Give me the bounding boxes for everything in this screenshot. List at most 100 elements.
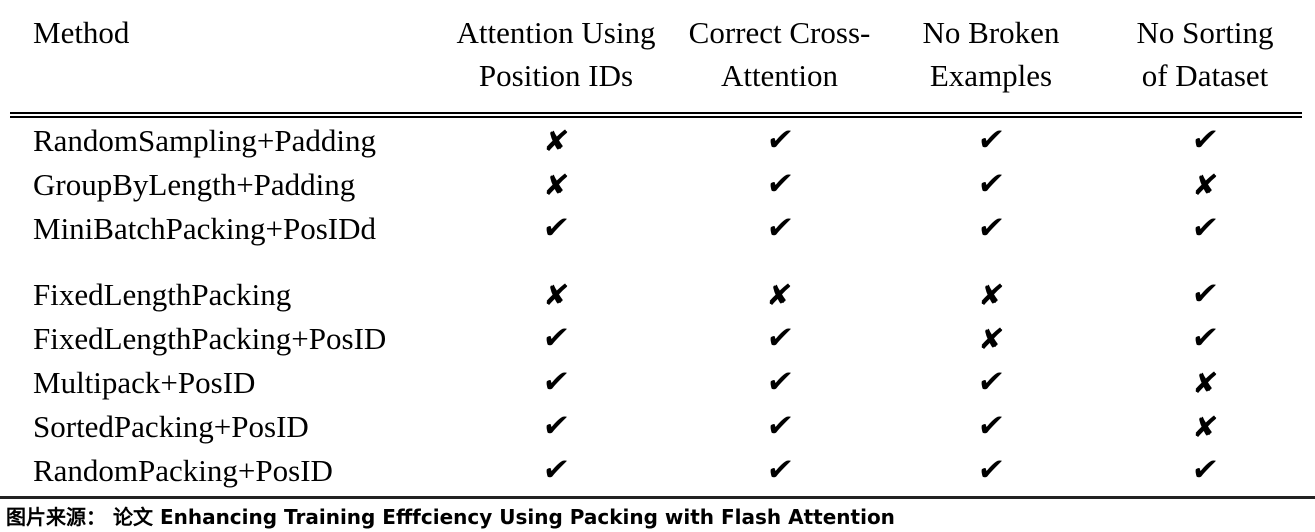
checkmark-icon: ✔	[764, 363, 796, 400]
criterion-cell: ✔	[887, 354, 1095, 400]
method-comparison-table: Method Attention Using Position IDs Corr…	[0, 0, 1315, 488]
cross-icon: ✘	[1190, 409, 1220, 444]
column-header-no-sorting-of-dataset-line2: of Dataset	[1141, 57, 1269, 93]
checkmark-icon: ✔	[540, 209, 572, 246]
criterion-cell: ✔	[1095, 266, 1315, 312]
criterion-cell: ✔	[672, 200, 887, 246]
checkmark-icon: ✔	[540, 407, 572, 444]
checkmark-icon: ✔	[975, 165, 1007, 202]
cross-icon: ✘	[1190, 167, 1220, 202]
criterion-cell: ✔	[672, 442, 887, 488]
column-header-method: Method	[0, 0, 440, 98]
table-row: RandomSampling+Padding ✘ ✔ ✔ ✔	[0, 112, 1315, 158]
column-header-method-line1: Method	[33, 15, 130, 50]
checkmark-icon: ✔	[1189, 451, 1221, 488]
column-header-no-broken-examples-line1: No Broken	[922, 15, 1060, 50]
criterion-cell: ✔	[887, 442, 1095, 488]
method-name-cell: GroupByLength+Padding	[33, 166, 356, 202]
table-row: FixedLengthPacking+PosID ✔ ✔ ✘ ✔	[0, 310, 1315, 356]
criterion-cell: ✘	[672, 266, 887, 312]
source-caption-prefix: 图片来源： 论文	[6, 505, 160, 529]
cross-icon: ✘	[765, 277, 795, 312]
checkmark-icon: ✔	[540, 451, 572, 488]
method-name-cell: SortedPacking+PosID	[33, 408, 309, 444]
cross-icon: ✘	[1190, 365, 1220, 400]
table-row: MiniBatchPacking+PosIDd ✔ ✔ ✔ ✔	[0, 200, 1315, 246]
table-row: GroupByLength+Padding ✘ ✔ ✔ ✘	[0, 156, 1315, 202]
table-group-separator	[0, 244, 1315, 266]
checkmark-icon: ✔	[764, 319, 796, 356]
column-header-no-broken-examples: No Broken Examples	[887, 0, 1095, 98]
criterion-cell: ✘	[1095, 398, 1315, 444]
checkmark-icon: ✔	[764, 121, 796, 158]
checkmark-icon: ✔	[1189, 209, 1221, 246]
criterion-cell: ✘	[1095, 156, 1315, 202]
source-caption: 图片来源： 论文 Enhancing Training Efffciency U…	[6, 504, 1306, 530]
column-header-attention-position-ids-line1: Attention Using	[456, 15, 656, 50]
checkmark-icon: ✔	[1189, 121, 1221, 158]
column-header-attention-position-ids: Attention Using Position IDs	[440, 0, 672, 98]
source-caption-title: Enhancing Training Efffciency Using Pack…	[159, 505, 895, 529]
column-header-no-broken-examples-line2: Examples	[929, 57, 1053, 93]
checkmark-icon: ✔	[764, 209, 796, 246]
table-row: SortedPacking+PosID ✔ ✔ ✔ ✘	[0, 398, 1315, 444]
comparison-table-container: Method Attention Using Position IDs Corr…	[0, 0, 1315, 488]
cross-icon: ✘	[541, 167, 571, 202]
criterion-cell: ✔	[887, 156, 1095, 202]
cross-icon: ✘	[541, 123, 571, 158]
column-header-correct-cross-attention-line2: Attention	[720, 57, 839, 93]
checkmark-icon: ✔	[975, 121, 1007, 158]
column-header-attention-position-ids-line2: Position IDs	[478, 57, 634, 93]
cross-icon: ✘	[976, 321, 1006, 356]
column-header-no-sorting-of-dataset-line1: No Sorting	[1136, 15, 1274, 50]
method-name-cell: FixedLengthPacking+PosID	[33, 320, 387, 356]
checkmark-icon: ✔	[1189, 319, 1221, 356]
criterion-cell: ✔	[672, 398, 887, 444]
checkmark-icon: ✔	[975, 407, 1007, 444]
cross-icon: ✘	[976, 277, 1006, 312]
header-double-rule-cell	[0, 98, 1315, 118]
criterion-cell: ✔	[1095, 200, 1315, 246]
cross-icon: ✘	[541, 277, 571, 312]
column-header-correct-cross-attention-line1: Correct Cross-	[688, 15, 871, 50]
header-double-rule	[10, 111, 1302, 118]
column-header-correct-cross-attention: Correct Cross- Attention	[672, 0, 887, 98]
criterion-cell: ✔	[440, 354, 672, 400]
table-header-row: Method Attention Using Position IDs Corr…	[0, 0, 1315, 98]
criterion-cell: ✔	[440, 398, 672, 444]
table-row: FixedLengthPacking ✘ ✘ ✘ ✔	[0, 266, 1315, 312]
method-name-cell: RandomSampling+Padding	[33, 122, 376, 158]
column-header-no-sorting-of-dataset: No Sorting of Dataset	[1095, 0, 1315, 98]
checkmark-icon: ✔	[764, 165, 796, 202]
criterion-cell: ✘	[440, 156, 672, 202]
table-row: Multipack+PosID ✔ ✔ ✔ ✘	[0, 354, 1315, 400]
criterion-cell: ✔	[1095, 442, 1315, 488]
checkmark-icon: ✔	[540, 319, 572, 356]
checkmark-icon: ✔	[975, 451, 1007, 488]
criterion-cell: ✔	[887, 112, 1095, 158]
criterion-cell: ✘	[440, 266, 672, 312]
checkmark-icon: ✔	[975, 209, 1007, 246]
checkmark-icon: ✔	[975, 363, 1007, 400]
criterion-cell: ✔	[440, 442, 672, 488]
checkmark-icon: ✔	[764, 451, 796, 488]
method-name-cell: FixedLengthPacking	[33, 276, 292, 312]
criterion-cell: ✘	[1095, 354, 1315, 400]
criterion-cell: ✘	[440, 112, 672, 158]
table-body: RandomSampling+Padding✘✔✔✔GroupByLength+…	[0, 112, 1315, 488]
criterion-cell: ✔	[887, 200, 1095, 246]
method-name-cell: RandomPacking+PosID	[33, 452, 333, 488]
criterion-cell: ✔	[887, 398, 1095, 444]
criterion-cell: ✔	[672, 354, 887, 400]
table-row: RandomPacking+PosID ✔ ✔ ✔ ✔	[0, 442, 1315, 488]
criterion-cell: ✔	[672, 156, 887, 202]
criterion-cell: ✔	[672, 112, 887, 158]
method-name-cell: MiniBatchPacking+PosIDd	[33, 210, 376, 246]
criterion-cell: ✔	[440, 310, 672, 356]
criterion-cell: ✘	[887, 266, 1095, 312]
method-name-cell: Multipack+PosID	[33, 364, 256, 400]
table-group-separator-cell	[0, 244, 1315, 266]
criterion-cell: ✔	[440, 200, 672, 246]
criterion-cell: ✔	[672, 310, 887, 356]
checkmark-icon: ✔	[1189, 275, 1221, 312]
